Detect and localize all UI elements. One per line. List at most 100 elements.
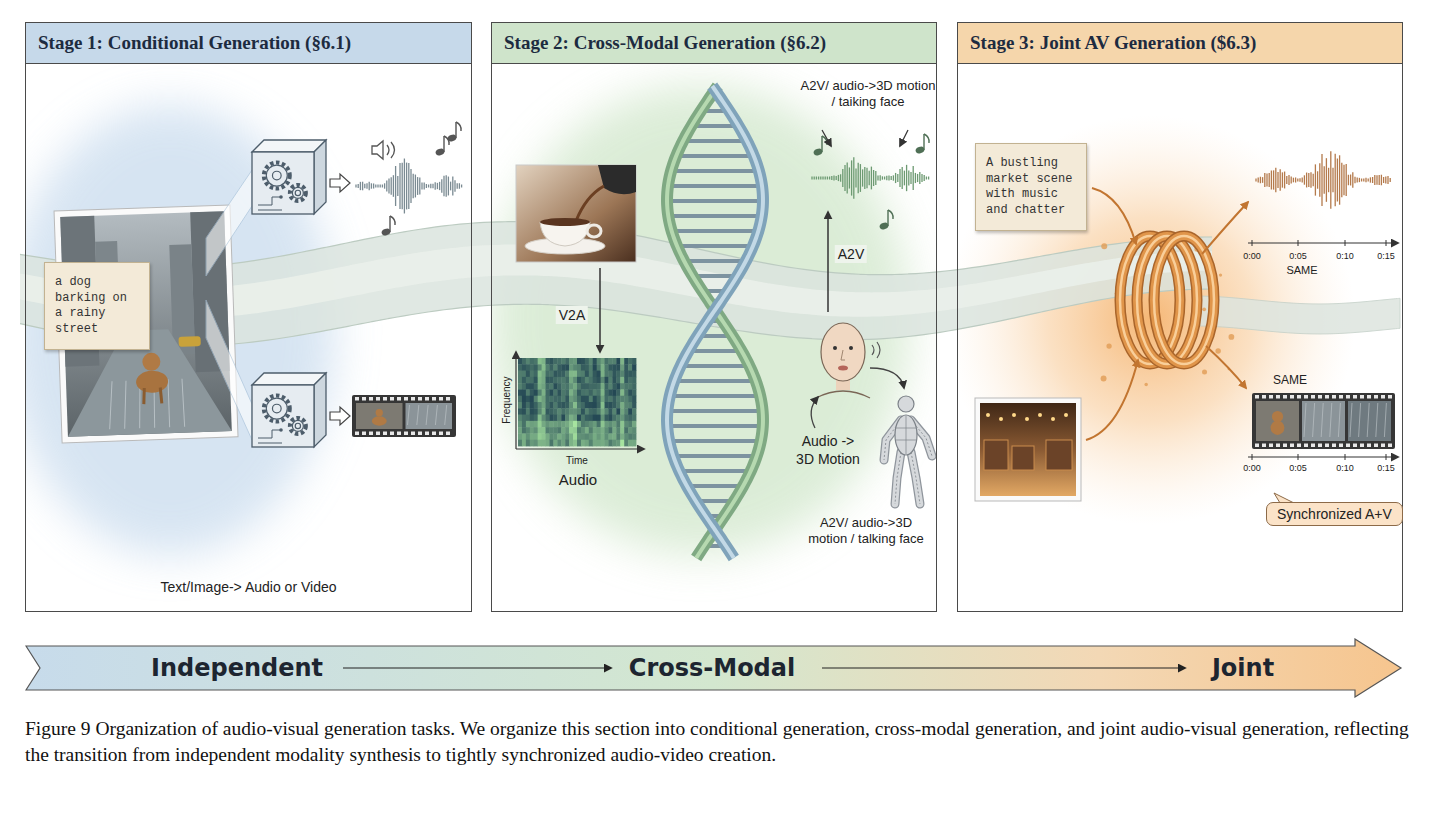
wave-bar (1275, 168, 1276, 193)
wave-bar (886, 176, 887, 180)
panel-footnote: Text/Image-> Audio or Video (160, 579, 336, 595)
spectrogram-cell (620, 408, 624, 415)
spectrogram-cell (593, 415, 597, 422)
mesh-figure (884, 396, 932, 504)
wave-bar (866, 168, 867, 188)
spectrogram-cell (534, 364, 538, 371)
wave-bar (426, 184, 427, 188)
circuit-dot (279, 428, 283, 432)
spectrogram-cell (522, 440, 526, 447)
wave-bar (384, 183, 385, 188)
spectrogram-cell (585, 396, 589, 403)
wave-bar (858, 163, 859, 194)
spectrogram-cell (573, 421, 577, 428)
spectrogram-cell (628, 421, 632, 428)
sprocket-hole (1346, 444, 1350, 448)
spectrogram-cell (605, 402, 609, 409)
spectrogram-cell (593, 421, 597, 428)
spectrogram-cell (549, 377, 553, 384)
spectrogram-cell (534, 408, 538, 415)
head (821, 323, 865, 381)
rain-streak (1338, 403, 1340, 437)
sound-arc (872, 342, 880, 358)
wave-bar (419, 178, 420, 195)
spectrogram-cell (530, 421, 534, 428)
market-light (1064, 413, 1068, 417)
spectrogram-cell (518, 377, 522, 384)
sparkle (1202, 370, 1207, 375)
spectrogram-cell (601, 427, 605, 434)
sprocket-hole (397, 432, 401, 436)
film-frame (1348, 401, 1391, 441)
wave-bar (410, 169, 411, 203)
spectrogram-cell (573, 358, 577, 365)
spectrogram-cell (628, 364, 632, 371)
sprocket-hole (1332, 395, 1336, 399)
spectrogram-cell (577, 427, 581, 434)
spectrogram-cell (616, 427, 620, 434)
sync-label: SAME (1286, 264, 1317, 276)
spectrogram-cell (530, 358, 534, 365)
spectrogram-cell (526, 421, 530, 428)
sprocket-hole (1388, 444, 1392, 448)
spectrogram-cell (593, 383, 597, 390)
spectrogram-cell (620, 433, 624, 440)
wave-bar (1273, 170, 1274, 189)
wave-bar (871, 167, 872, 190)
spectrogram-cell (518, 440, 522, 447)
rain-streak (1330, 403, 1332, 437)
gear-body (292, 187, 303, 198)
spectrogram-cell (632, 433, 636, 440)
time-tick-label: 0:00 (1243, 463, 1261, 473)
spectrogram-cell (526, 415, 530, 422)
spectrogram-cell (526, 364, 530, 371)
spectrogram-cell (530, 433, 534, 440)
spectrogram-cell (601, 440, 605, 447)
spectrogram-cell (561, 371, 565, 378)
wave-bar (386, 181, 387, 192)
spectrogram-cell (518, 408, 522, 415)
spectrogram-cell (565, 433, 569, 440)
spectrogram-cell (616, 415, 620, 422)
spectrogram-cell (581, 427, 585, 434)
sprocket-hole (1269, 444, 1273, 448)
spectrogram-cell (546, 408, 550, 415)
wave-bar (399, 163, 400, 209)
rain-streak (1313, 403, 1315, 437)
spectrogram-cell (589, 402, 593, 409)
helix-rung (684, 259, 746, 263)
wave-bar (875, 171, 876, 185)
wave-bar (904, 171, 905, 186)
spectrogram-cell (612, 427, 616, 434)
wave-bar (851, 160, 852, 195)
a2v-arrow (827, 212, 829, 312)
spectrogram-cell (581, 421, 585, 428)
reflection (123, 381, 128, 429)
music-note (435, 136, 449, 157)
spectrogram-cell (565, 396, 569, 403)
spectrogram-cell (553, 433, 557, 440)
spectrogram-cell (538, 433, 542, 440)
spectrogram-cell (573, 389, 577, 396)
spectrogram-cell (546, 415, 550, 422)
market-light (1038, 413, 1042, 417)
wave-bar (355, 185, 356, 188)
spectrogram-cell (612, 402, 616, 409)
figure-limb (911, 452, 920, 504)
spectrogram-cell (557, 371, 561, 378)
spectrogram-cell (522, 433, 526, 440)
spectrogram-cell (526, 402, 530, 409)
helix-strand (667, 86, 763, 558)
spectrogram-cell (589, 396, 593, 403)
spectrogram-cell (585, 383, 589, 390)
spectrogram-cell (538, 415, 542, 422)
hollow-arrow (330, 174, 350, 192)
wave-bar (1335, 154, 1336, 207)
wave-bar (430, 184, 431, 188)
spectrogram-cell (620, 396, 624, 403)
spectrogram-cell (577, 377, 581, 384)
callout-text: Synchronized A+V (1277, 506, 1392, 522)
wave-bar (452, 176, 453, 195)
helix-rung (677, 244, 753, 248)
